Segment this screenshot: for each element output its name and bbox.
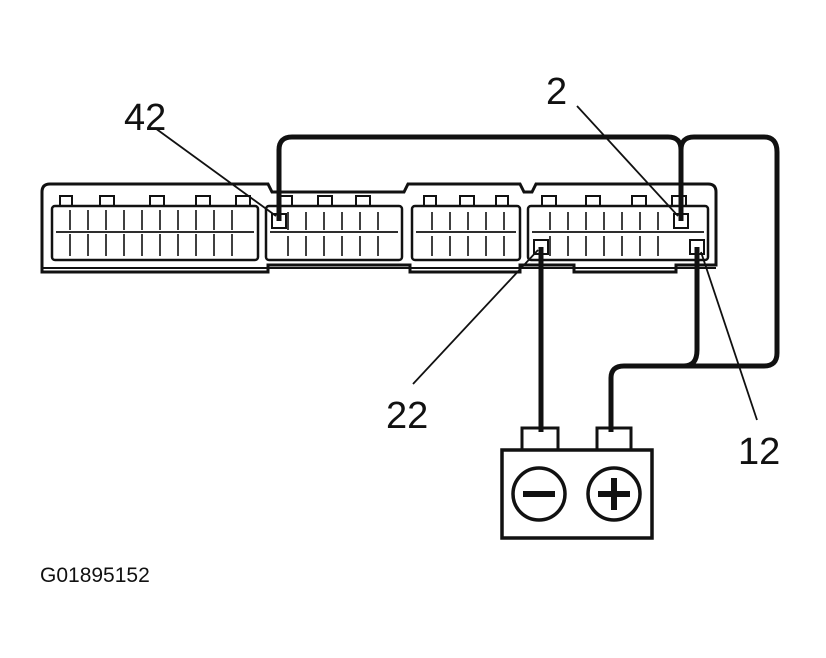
plus-icon [586,466,642,522]
leader-line-12 [700,251,758,421]
leader-line-42 [154,127,277,217]
leader-line-22 [412,249,539,385]
connector-block-1 [50,195,260,262]
pin-label-12: 12 [738,431,780,473]
connector-block-3 [410,195,522,262]
battery [500,426,654,540]
connector-block-4 [526,195,710,262]
battery-positive-wire [608,134,780,432]
battery-positive-terminal [595,426,633,452]
connector-block-2 [264,195,404,262]
minus-icon [511,466,567,522]
battery-body [500,448,654,540]
pin-label-2: 2 [546,71,567,113]
pin-label-42: 42 [124,97,166,139]
figure-id: G01895152 [40,564,150,587]
pin-label-22: 22 [386,395,428,437]
ecu-connector [40,182,718,274]
leader-line-2 [576,105,679,217]
jumper-wire-42-to-2 [276,134,684,221]
